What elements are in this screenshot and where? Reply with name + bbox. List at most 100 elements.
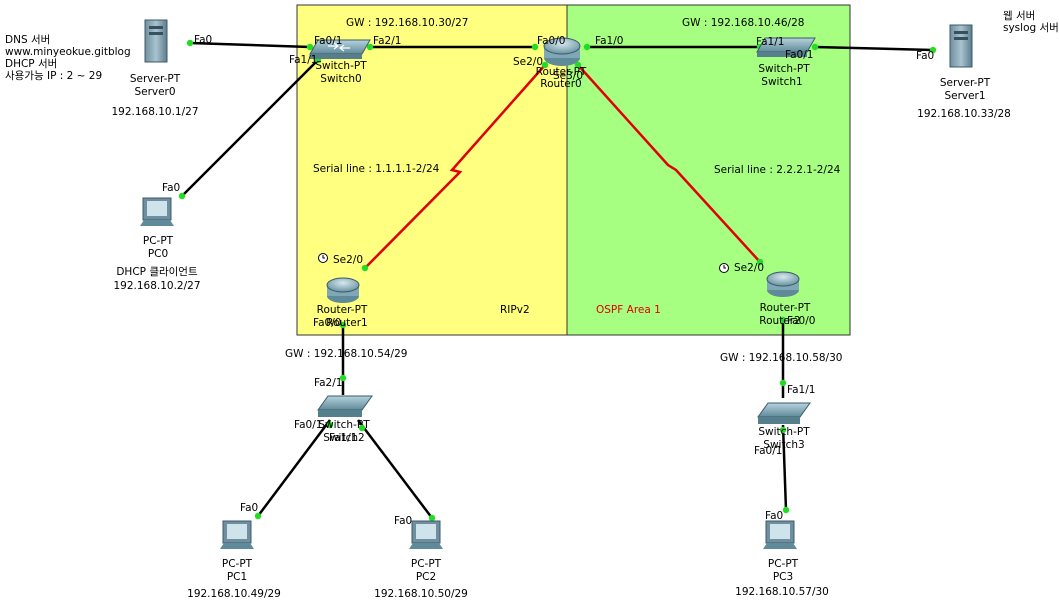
switch0-icon[interactable] — [309, 39, 371, 59]
port-label: Fa1/1 — [289, 54, 317, 66]
server1-icon[interactable] — [949, 24, 973, 68]
port-label: Se3/0 — [553, 70, 583, 82]
router1-name: Router1 — [326, 317, 367, 329]
pc0-ip: 192.168.10.2/27 — [113, 280, 200, 292]
server0-icon[interactable] — [144, 19, 168, 63]
port-label: Fa2/1 — [314, 377, 342, 389]
switch0-type: Switch-PT — [315, 60, 367, 72]
note-line: DHCP 서버 — [5, 58, 58, 70]
clock-icon — [719, 263, 729, 273]
pc0-role: DHCP 클라이언트 — [116, 266, 198, 278]
serial-router0-router2 — [577, 64, 761, 263]
note-line: 사용가능 IP : 2 ~ 29 — [5, 70, 103, 82]
note-line: 웹 서버 — [1003, 10, 1036, 22]
port-label: Se2/0 — [734, 262, 764, 274]
port-label: Fa1/1 — [329, 432, 357, 444]
serial-left-label: Serial line : 1.1.1.1-2/24 — [313, 163, 440, 175]
router1-type: Router-PT — [317, 304, 368, 316]
pc0-icon[interactable] — [140, 197, 174, 226]
server0-ip: 192.168.10.1/27 — [111, 106, 198, 118]
pc3-type: PC-PT — [768, 558, 799, 570]
port-label: Fa0/0 — [537, 35, 565, 47]
switch1-icon[interactable] — [756, 37, 816, 57]
note-line: www.minyeokue.gitblog — [5, 46, 131, 58]
port-label: Fa2/1 — [373, 35, 401, 47]
pc0-type: PC-PT — [143, 235, 174, 247]
router2-name: Router2 — [759, 315, 800, 327]
port-label: Fa0 — [194, 34, 212, 46]
serial-links — [364, 64, 761, 269]
port-label: Fa0 — [240, 502, 258, 514]
pc1-ip: 192.168.10.49/29 — [187, 588, 281, 600]
switch3-icon[interactable] — [757, 402, 811, 424]
link-switch2-pc1 — [257, 419, 331, 517]
router0-type: Router-PT — [536, 66, 587, 78]
port-label: Fa0/0 — [313, 317, 341, 329]
pc3-icon[interactable] — [763, 520, 797, 549]
port-label: Se2/0 — [333, 254, 363, 266]
gw-switch1: GW : 192.168.10.46/28 — [682, 17, 804, 29]
port-label: Fa0/1 — [294, 419, 322, 431]
pc3-ip: 192.168.10.57/30 — [735, 586, 829, 598]
switch0-name: Switch0 — [320, 73, 361, 85]
port-label: Fa0 — [765, 510, 783, 522]
switch2-name: Switch2 — [323, 432, 364, 444]
server1-ip: 192.168.10.33/28 — [917, 108, 1011, 120]
switch2-type: Switch-PT — [318, 419, 370, 431]
pc1-name: PC1 — [227, 571, 247, 583]
pc2-name: PC2 — [416, 571, 436, 583]
server1-note: 웹 서버 syslog 서버 — [1003, 10, 1059, 34]
port-label: Fa1/1 — [787, 384, 815, 396]
port-label: Se2/0 — [513, 56, 543, 68]
link-switch3-pc3 — [781, 424, 788, 511]
gw-router2: GW : 192.168.10.58/30 — [720, 352, 842, 364]
switch3-type: Switch-PT — [758, 426, 810, 438]
router1-icon[interactable] — [326, 277, 360, 303]
port-dots — [178, 39, 937, 522]
port-label: Fa0 — [394, 515, 412, 527]
pc2-icon[interactable] — [409, 520, 443, 549]
port-label: Fa0/0 — [787, 315, 815, 327]
switch2-icon[interactable] — [317, 395, 373, 417]
switch3-name: Switch3 — [763, 439, 804, 451]
port-label: Fa0/1 — [314, 35, 342, 47]
gw-switch0: GW : 192.168.10.30/27 — [346, 17, 468, 29]
server0-note: DNS 서버 www.minyeokue.gitblog DHCP 서버 사용가… — [5, 34, 131, 82]
router2-icon[interactable] — [766, 271, 800, 297]
pc2-type: PC-PT — [411, 558, 442, 570]
note-line: syslog 서버 — [1003, 22, 1059, 34]
ospf-area — [566, 4, 851, 336]
router0-icon[interactable] — [543, 37, 581, 66]
pc2-ip: 192.168.10.50/29 — [374, 588, 468, 600]
pc1-type: PC-PT — [222, 558, 253, 570]
serial-router0-router1 — [364, 64, 546, 269]
pc0-name: PC0 — [148, 248, 168, 260]
port-label: Fa0 — [162, 182, 180, 194]
link-switch2-pc2 — [357, 419, 433, 519]
rip-area-label: RIPv2 — [500, 304, 530, 316]
server1-type: Server-PT — [940, 77, 991, 89]
port-label: Fa0/1 — [754, 445, 782, 457]
pc3-name: PC3 — [773, 571, 793, 583]
router0-name: Router0 — [540, 78, 581, 90]
server0-type: Server-PT — [130, 73, 181, 85]
server0-name: Server0 — [134, 86, 175, 98]
link-switch0-pc0 — [181, 59, 319, 197]
pc1-icon[interactable] — [220, 520, 254, 549]
switch1-name: Switch1 — [761, 76, 802, 88]
gw-router1: GW : 192.168.10.54/29 — [285, 348, 407, 360]
router2-type: Router-PT — [760, 302, 811, 314]
serial-right-label: Serial line : 2.2.2.1-2/24 — [714, 164, 841, 176]
clock-icon — [318, 253, 328, 263]
link-server0-switch0 — [189, 41, 311, 49]
switch1-type: Switch-PT — [758, 63, 810, 75]
port-label: Fa1/0 — [595, 35, 623, 47]
port-label: Fa0/1 — [785, 49, 813, 61]
note-line: DNS 서버 — [5, 34, 51, 46]
link-switch1-server1 — [814, 45, 934, 52]
ospf-area-label: OSPF Area 1 — [596, 304, 661, 316]
server1-name: Server1 — [944, 90, 985, 102]
port-label: Fa1/1 — [756, 36, 784, 48]
port-label: Fa0 — [916, 50, 934, 62]
